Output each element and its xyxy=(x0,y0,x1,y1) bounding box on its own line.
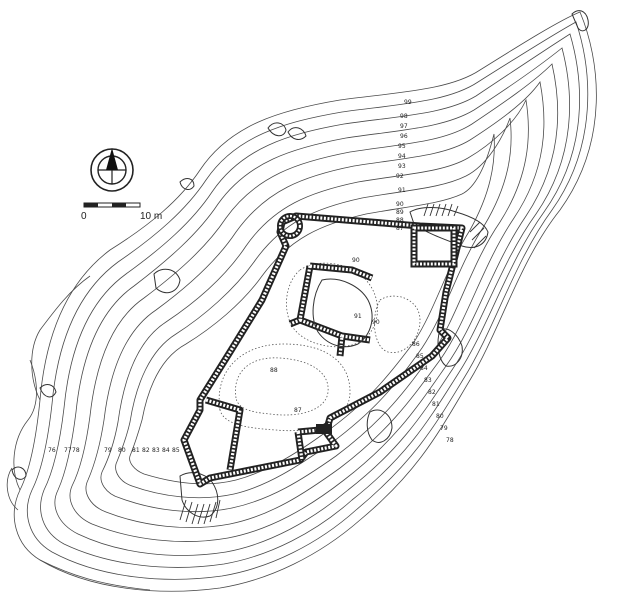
svg-text:88: 88 xyxy=(270,367,278,374)
svg-text:84: 84 xyxy=(162,447,170,454)
svg-text:85: 85 xyxy=(416,353,424,360)
svg-text:78: 78 xyxy=(446,437,454,444)
svg-text:77: 77 xyxy=(64,447,72,454)
curtain-wall xyxy=(180,212,466,488)
scale-bar: 0 10 m xyxy=(81,202,162,222)
svg-text:79: 79 xyxy=(440,425,448,432)
svg-text:80: 80 xyxy=(118,447,126,454)
svg-text:79: 79 xyxy=(104,447,112,454)
lower-left-room xyxy=(205,396,244,471)
svg-text:82: 82 xyxy=(428,389,436,396)
svg-text:83: 83 xyxy=(152,447,160,454)
svg-text:80: 80 xyxy=(436,413,444,420)
rock-hatching-bottom xyxy=(179,499,221,525)
svg-text:89: 89 xyxy=(396,209,404,216)
svg-text:99: 99 xyxy=(404,99,412,106)
inner-contours xyxy=(218,262,421,432)
keep-tower xyxy=(410,224,458,268)
elevation-marks: 99 98 97 96 95 94 93 92 91 90 89 88 87 7… xyxy=(48,99,454,454)
svg-text:95: 95 xyxy=(398,143,406,150)
svg-text:78: 78 xyxy=(72,447,80,454)
svg-text:98: 98 xyxy=(400,113,408,120)
svg-text:81: 81 xyxy=(132,447,140,454)
svg-text:84: 84 xyxy=(420,365,428,372)
svg-text:76: 76 xyxy=(48,447,56,454)
svg-text:88: 88 xyxy=(396,217,404,224)
scale-start-label: 0 xyxy=(81,211,87,222)
svg-text:86: 86 xyxy=(412,341,420,348)
svg-text:83: 83 xyxy=(424,377,432,384)
svg-text:90: 90 xyxy=(352,257,360,264)
svg-text:90: 90 xyxy=(396,201,404,208)
scale-end-label: 10 m xyxy=(140,211,162,222)
north-arrow-icon xyxy=(90,148,134,192)
svg-text:93: 93 xyxy=(398,163,406,170)
svg-text:90: 90 xyxy=(372,319,380,326)
svg-text:91: 91 xyxy=(398,187,406,194)
rock-hatching-top xyxy=(423,203,487,249)
inner-building xyxy=(288,262,374,357)
svg-text:87: 87 xyxy=(396,225,404,232)
svg-text:81: 81 xyxy=(432,401,440,408)
svg-text:91: 91 xyxy=(354,313,362,320)
svg-text:94: 94 xyxy=(398,153,406,160)
svg-text:96: 96 xyxy=(400,133,408,140)
gate-structure xyxy=(294,420,332,461)
svg-text:85: 85 xyxy=(172,447,180,454)
svg-text:82: 82 xyxy=(142,447,150,454)
svg-text:97: 97 xyxy=(400,123,408,130)
corner-tower xyxy=(277,213,303,239)
svg-text:87: 87 xyxy=(294,407,302,414)
svg-text:92: 92 xyxy=(396,173,404,180)
